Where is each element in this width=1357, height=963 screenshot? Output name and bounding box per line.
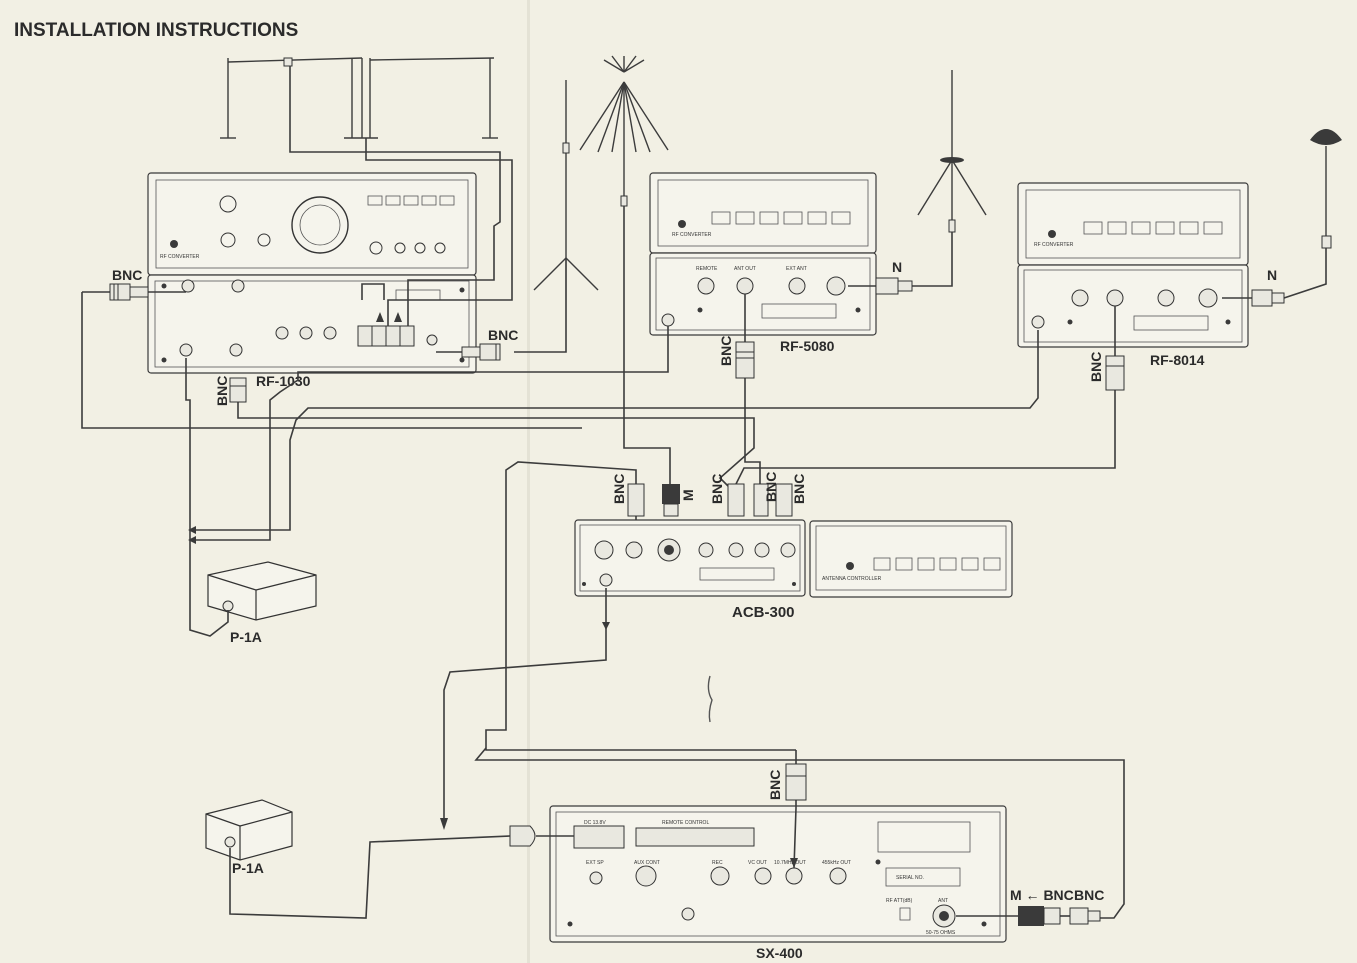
sx400-ifout-text: 10.7MHz OUT — [774, 860, 806, 866]
sx400-rec-text: REC — [712, 860, 723, 866]
sx400-extsp-text: EXT SP — [586, 860, 604, 866]
bnc-label-rf1030-right: BNC — [488, 327, 518, 343]
rf1030-label: RF-1030 — [256, 373, 311, 389]
rf5080-ant-out-jack — [736, 277, 754, 295]
sx400-455-out-jack — [829, 867, 847, 885]
m-bnc-adapter — [1018, 906, 1101, 926]
dome-antenna — [1310, 129, 1342, 249]
p1a-bottom-label: P-1A — [232, 860, 264, 876]
bnc-plug-rf5080 — [735, 341, 755, 379]
bnc-label-rf1030-left: BNC — [112, 267, 142, 283]
acb300-unit: ACB-300 ANTENNA CONTROLLER — [574, 519, 1013, 621]
sx400-serial-text: SERIAL NO. — [896, 875, 924, 881]
sx400-label: SX-400 — [756, 945, 803, 961]
bnc-plug-sx400-top — [785, 763, 807, 801]
bnc-plug-rf1030-bottom — [229, 377, 247, 403]
sx400-unit: DC 13.8V REMOTE CONTROL EXT SP AUX CONT … — [549, 805, 1007, 961]
m-label-acb: M — [680, 489, 696, 501]
rf8014-unit: RF CONVERTER RF-8014 — [1017, 182, 1249, 368]
bnc-plug-rf8014 — [1105, 355, 1125, 391]
rf5080-ext-ant-jack — [788, 277, 806, 295]
rf8014-ext-ant-jack — [1157, 289, 1175, 307]
rf5080-unit: RF CONVERTER REMOTE ANT OUT EXT ANT RF-5… — [649, 172, 877, 354]
rf1030-front-label: RF CONVERTER — [160, 254, 200, 260]
n-label-rf5080: N — [892, 259, 902, 275]
p1a-top-unit: P-1A — [207, 561, 317, 645]
bnc-plug-rf1030-left — [109, 283, 149, 301]
rf8014-front-label: RF CONVERTER — [1034, 242, 1074, 248]
sx400-ant-text: ANT — [938, 898, 948, 904]
rf5080-antout-text: ANT OUT — [734, 266, 756, 272]
bnc-label-rf1030-bottom: BNC — [214, 376, 230, 406]
acb300-label: ACB-300 — [732, 604, 795, 621]
n-plug-rf8014 — [1251, 289, 1285, 307]
p1a-top-label: P-1A — [230, 629, 262, 645]
n-plug-rf5080 — [875, 277, 913, 295]
bnc-label-acb-2: BNC — [709, 474, 725, 504]
antenna-controller-text: ANTENNA CONTROLLER — [822, 576, 882, 582]
rf8014-remote-jack — [1071, 289, 1089, 307]
sx400-dc-text: DC 13.8V — [584, 820, 606, 826]
bnc-label-acb-3: BNC — [763, 472, 779, 502]
discone-antenna — [579, 55, 669, 207]
bnc-label-acb-1: BNC — [611, 474, 627, 504]
n-label-rf8014: N — [1267, 267, 1277, 283]
rf5080-label: RF-5080 — [780, 338, 835, 354]
sx400-ohms-text: 50-75 OHMS — [926, 930, 956, 936]
bnc-plug-rf1030-right — [461, 343, 501, 361]
sx400-aux-text: AUX CONT — [634, 860, 660, 866]
rf8014-ant-out-jack — [1106, 289, 1124, 307]
rf1030-power-jack — [179, 343, 193, 357]
rf5080-front-label: RF CONVERTER — [672, 232, 712, 238]
sx400-remote-connector — [635, 827, 755, 847]
rf8014-n-jack — [1198, 288, 1218, 308]
rf5080-extant-text: EXT ANT — [786, 266, 807, 272]
bnc-label-sx400-right: BNC — [1074, 887, 1104, 903]
sx400-rec-jack — [710, 866, 730, 886]
bnc-label-sx400-top: BNC — [767, 770, 783, 800]
sx400-ext-sp-jack — [589, 871, 603, 885]
tuning-dial-icon — [291, 196, 349, 254]
rf8014-label: RF-8014 — [1150, 352, 1205, 368]
acb-plugs — [627, 483, 793, 517]
p1a-bottom-unit: P-1A — [205, 799, 293, 876]
sx400-remote-text: REMOTE CONTROL — [662, 820, 709, 826]
page-fold — [527, 0, 530, 963]
wire-antenna — [220, 57, 498, 139]
sx400-455-text: 455kHz OUT — [822, 860, 851, 866]
acb300-power-jack — [599, 573, 613, 587]
sx400-vcout-text: VC OUT — [748, 860, 767, 866]
sx400-aux-jack — [635, 865, 657, 887]
rf5080-remote-jack — [697, 277, 715, 295]
dc-plug-sx400 — [509, 825, 536, 847]
rf5080-remote-text: REMOTE — [696, 266, 718, 272]
cables — [81, 66, 1327, 919]
bnc-label-rf8014: BNC — [1088, 352, 1104, 382]
whip-antenna — [533, 80, 599, 300]
rf5080-n-jack — [826, 276, 846, 296]
sx400-if-out-jack — [785, 867, 803, 885]
bnc-label-acb-4: BNC — [791, 474, 807, 504]
sx400-dc-jack — [573, 825, 625, 849]
pen-mark — [707, 675, 713, 723]
m-bnc-label-sx400: M ← BNC — [1010, 887, 1074, 903]
ground-plane-antenna — [917, 70, 987, 233]
page-title: INSTALLATION INSTRUCTIONS — [14, 20, 298, 41]
rf1030-ant-jack — [181, 279, 195, 293]
rf1030-unit: RF CONVERTER RF-1030 — [147, 172, 477, 389]
sx400-vc-out-jack — [754, 867, 772, 885]
sx400-rfatt-text: RF ATT(dB) — [886, 898, 913, 904]
acb300-remote-jack — [594, 540, 614, 560]
bnc-label-rf5080: BNC — [718, 336, 734, 366]
